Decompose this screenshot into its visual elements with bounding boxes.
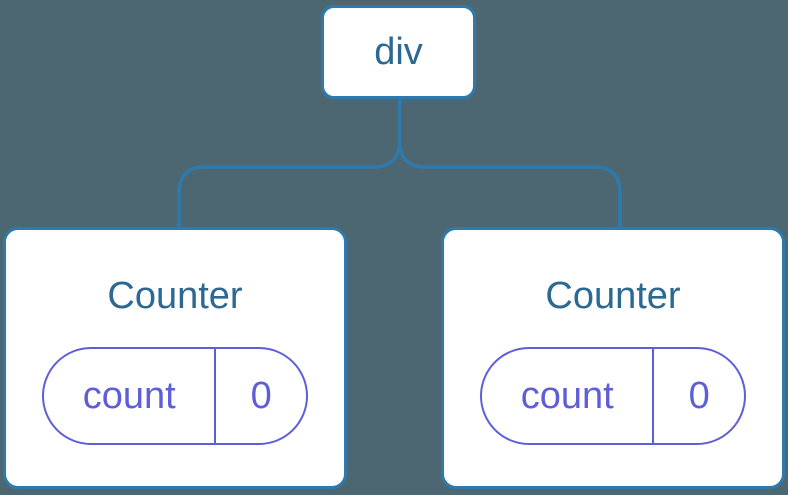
state-key-label: count: [44, 349, 217, 443]
root-node-div: div: [321, 5, 476, 99]
edge-root-to-left-counter: [177, 97, 402, 228]
state-pill: count 0: [42, 347, 308, 445]
state-value: 0: [250, 374, 272, 417]
component-title: Counter: [545, 275, 681, 317]
counter-card-left: Counter count 0: [3, 227, 347, 489]
component-title: Counter: [107, 275, 243, 317]
counter-card-right: Counter count 0: [441, 227, 785, 489]
state-value: 0: [688, 374, 710, 417]
state-key-label: count: [482, 349, 655, 443]
root-node-label: div: [374, 31, 423, 73]
state-pill: count 0: [480, 347, 746, 445]
edge-root-to-right-counter: [397, 97, 622, 228]
